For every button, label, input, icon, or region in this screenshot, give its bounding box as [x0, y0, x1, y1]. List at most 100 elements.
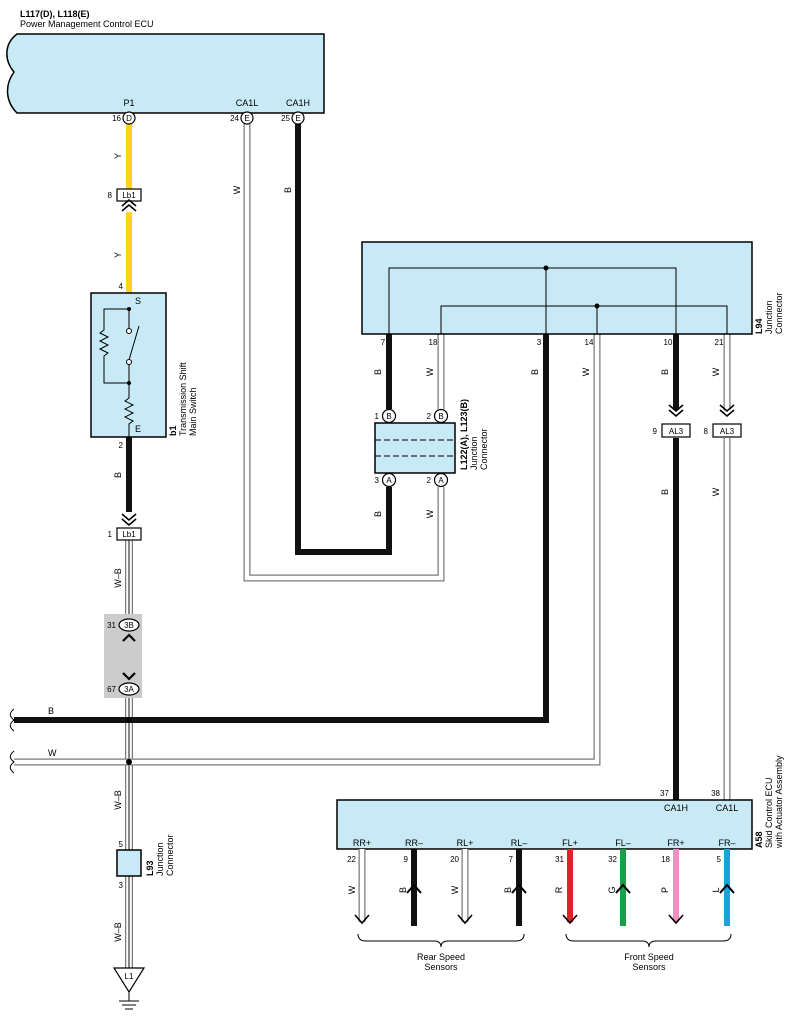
l94-pin-3: 3 [537, 338, 542, 347]
power-management-ecu: L117(D), L118(E) Power Management Contro… [6, 9, 325, 114]
pm-ecu-terminal-ca1h: CA1H [286, 98, 310, 108]
al3-left-id: AL3 [669, 427, 684, 436]
wire-bus-w [9, 334, 601, 774]
connector-l93 [116, 849, 142, 877]
rear-sensors-line2: Sensors [424, 962, 458, 972]
l122-conn-a-left: A [386, 476, 392, 485]
l93-pin-top: 5 [119, 840, 124, 849]
skid-wire-fl-minus: G [607, 886, 617, 893]
skid-terminal-fl-plus: FL+ [562, 838, 578, 848]
pm-ecu-code: L117(D), L118(E) [20, 9, 90, 19]
pm-ecu-terminal-p1: P1 [123, 98, 134, 108]
wire-label-p1-upper: Y [113, 153, 123, 159]
l94-pin-18: 18 [429, 338, 438, 347]
skid-wire-rl-minus: B [503, 887, 513, 893]
sensor-wires [354, 849, 735, 926]
wire-label-al3-b: B [660, 489, 670, 495]
l93-pin-bottom: 3 [119, 881, 124, 890]
skid-wire-fr-minus: L [711, 887, 721, 892]
skid-control-ecu [336, 799, 753, 850]
switch-name-line2: Main Switch [188, 387, 198, 436]
pm-ecu-conn-d: D [126, 114, 132, 123]
l94-pin-21: 21 [715, 338, 724, 347]
l122-name-line1: Junction [469, 436, 479, 470]
switch-label-s: S [135, 296, 141, 306]
lb1-lower-id: Lb1 [122, 530, 136, 539]
wire-ca1h-black [295, 124, 392, 555]
skid-terminal-ca1h: CA1H [664, 803, 688, 813]
wire-label-ca1l: W [232, 185, 242, 194]
connector-al3-left [661, 404, 691, 438]
skid-terminal-rr-minus: RR– [405, 838, 423, 848]
switch-label-e: E [135, 424, 141, 434]
wire-ca1l-white [243, 124, 445, 582]
skid-pin-18: 18 [661, 855, 670, 864]
switch-name-line1: Transmission Shift [178, 362, 188, 436]
l122-caption: L122(A), L123(B) Junction Connector [459, 399, 489, 470]
lb1-upper-pin: 8 [108, 191, 113, 200]
l94-name-line2: Connector [774, 292, 784, 334]
pm-ecu-terminal-circles [122, 111, 305, 125]
l94-pin-7: 7 [381, 338, 386, 347]
al3-right-id: AL3 [720, 427, 735, 436]
skid-terminal-fr-plus: FR+ [667, 838, 684, 848]
pm-ecu-name: Power Management Control ECU [20, 19, 154, 29]
sensor-braces [357, 933, 732, 948]
ground-id: L1 [125, 972, 134, 981]
l94-pin-14: 14 [585, 338, 594, 347]
skid-pin-32: 32 [608, 855, 617, 864]
junction-connector-l94 [361, 241, 753, 335]
lb1-upper-id: Lb1 [122, 191, 136, 200]
wire-label-wb-upper: W–B [113, 568, 123, 588]
connector-3b-3a [118, 618, 140, 696]
skid-caption: A58 Skid Control ECU with Actuator Assem… [754, 755, 784, 849]
skid-terminal-pins: 22 9 20 7 31 32 18 5 [347, 855, 721, 864]
skid-terminal-fr-minus: FR– [718, 838, 735, 848]
l122-pin-b1: 1 [375, 412, 380, 421]
skid-wire-rr-minus: B [398, 887, 408, 893]
l122-pin-a3: 3 [375, 476, 380, 485]
skid-wire-colors: W B W B R G P L [347, 885, 721, 894]
l122-name-line2: Connector [479, 428, 489, 470]
switch-pin-top: 4 [119, 282, 124, 291]
l94-caption: L94 Junction Connector [754, 292, 784, 334]
connector-al3-right [712, 404, 742, 438]
l93-name-line1: Junction [155, 842, 165, 876]
wire-label-p1-lower: Y [113, 252, 123, 258]
junction-dot-bus-b [126, 717, 132, 723]
conn-3a-id: 3A [124, 685, 134, 694]
wire-label-ca1h: B [283, 187, 293, 193]
l94-pin-10: 10 [664, 338, 673, 347]
wire-label-wb-mid: W–B [113, 790, 123, 810]
conn-3a-pin: 67 [107, 685, 116, 694]
skid-terminal-rl-minus: RL– [511, 838, 528, 848]
skid-name-line2: with Actuator Assembly [774, 755, 784, 849]
l93-name-line2: Connector [165, 834, 175, 876]
pm-ecu-conn-e1: E [244, 114, 249, 123]
wire-label-l122-b: B [373, 511, 383, 517]
l93-code: L93 [145, 860, 155, 876]
skid-pin-31: 31 [555, 855, 564, 864]
skid-name-line1: Skid Control ECU [764, 777, 774, 848]
wire-label-j10: B [660, 369, 670, 375]
lb1-lower-pin: 1 [108, 530, 113, 539]
wire-bus-b [9, 334, 549, 732]
skid-top-pin-37: 37 [660, 789, 669, 798]
pm-ecu-conn-e2: E [295, 114, 300, 123]
al3-left-pin: 9 [653, 427, 658, 436]
switch-caption: b1 Transmission Shift Main Switch [168, 362, 198, 436]
transmission-shift-switch [90, 292, 167, 438]
connector-lb1-lower [116, 513, 142, 541]
skid-top-pin-38: 38 [711, 789, 720, 798]
skid-pin-9: 9 [404, 855, 409, 864]
wire-label-j21: W [711, 367, 721, 376]
skid-terminal-ca1l: CA1L [716, 803, 739, 813]
wire-label-wb-lower: W–B [113, 922, 123, 942]
wire-label-switch-out: B [113, 472, 123, 478]
wire-label-l122-w: W [425, 509, 435, 518]
skid-terminal-rl-plus: RL+ [457, 838, 474, 848]
junction-dot-bus-w [126, 759, 132, 765]
skid-wire-rr-plus: W [347, 885, 357, 894]
l94-name-line1: Junction [764, 300, 774, 334]
pm-ecu-pin-24: 24 [230, 114, 239, 123]
